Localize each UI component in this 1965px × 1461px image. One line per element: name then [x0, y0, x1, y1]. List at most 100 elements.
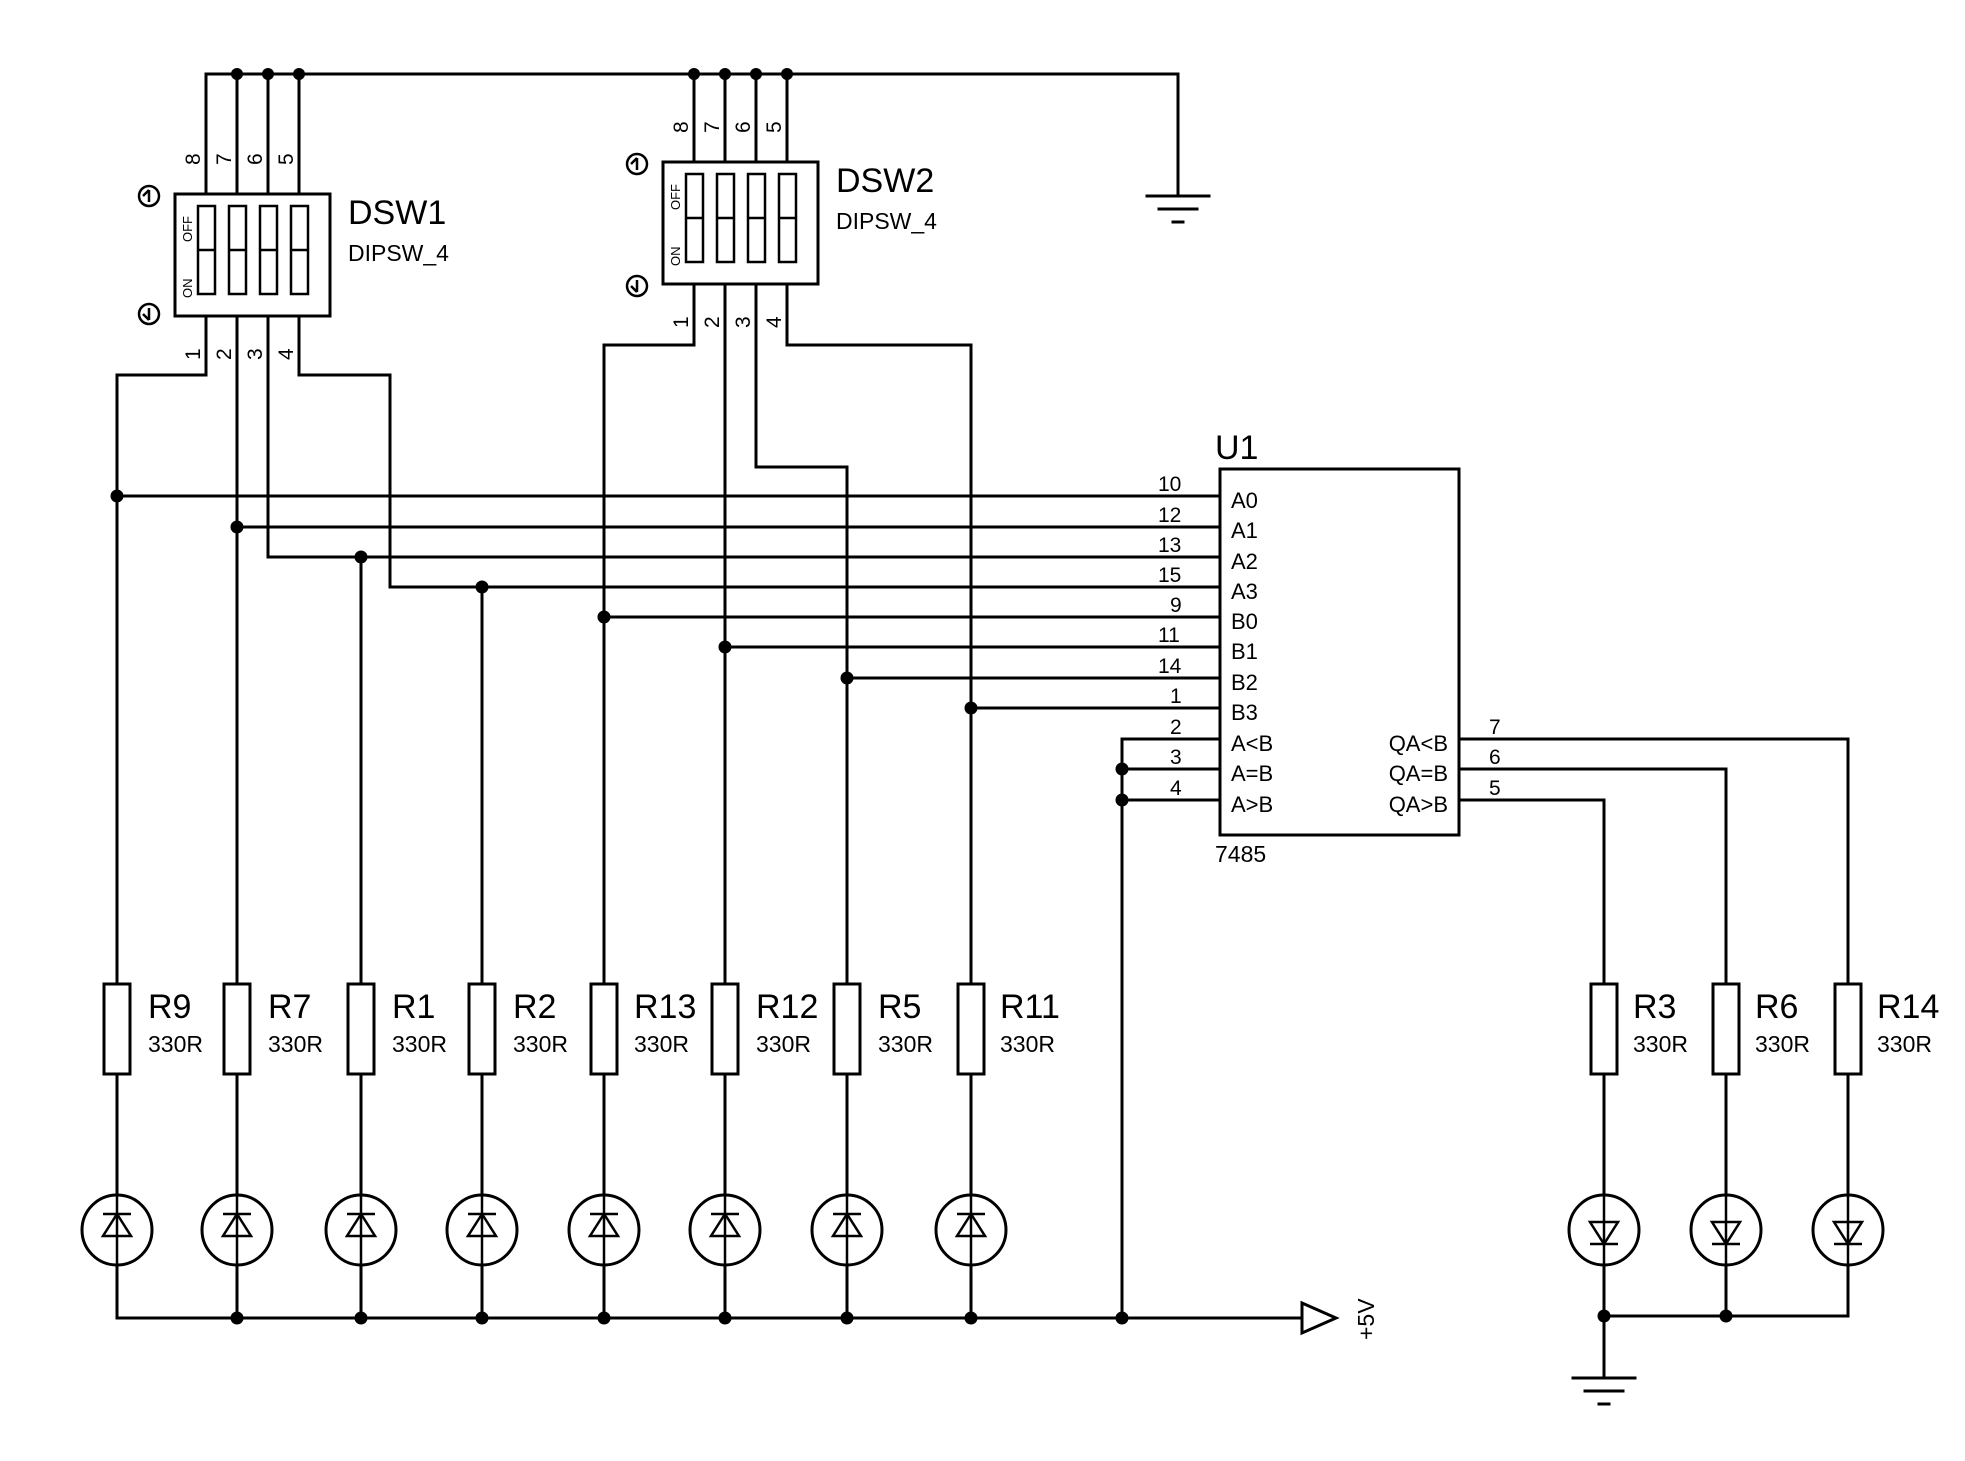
- resistor-refdes: R7: [268, 988, 311, 1026]
- output-ground-bus: [1597, 1309, 1850, 1323]
- ic-pin-number: 7: [1489, 716, 1501, 739]
- resistor-icon: [1589, 982, 1619, 1076]
- resistor-value: 330R: [878, 1031, 933, 1057]
- ic-refdes: U1: [1215, 429, 1258, 467]
- resistor-value: 330R: [148, 1031, 203, 1057]
- dsw2-value: DIPSW_4: [836, 208, 937, 234]
- resistor-refdes: R3: [1633, 988, 1676, 1026]
- dsw2-pin-4: 4: [763, 316, 786, 328]
- ic-pin-name: A<B: [1231, 731, 1273, 756]
- led-icon: [934, 1193, 1008, 1267]
- ic-pin-name: B3: [1231, 700, 1258, 725]
- input-channel: R1 330R: [324, 555, 447, 1320]
- switch-direction-icon: [625, 152, 649, 176]
- ic-pin-name: A1: [1231, 518, 1258, 543]
- input-channel: R13 330R: [567, 615, 696, 1320]
- resistor-refdes: R2: [513, 988, 556, 1026]
- dsw1-pin-3: 3: [244, 348, 267, 360]
- led-icon: [324, 1193, 398, 1267]
- resistor-refdes: R9: [148, 988, 191, 1026]
- ic-pin-name: B0: [1231, 609, 1258, 634]
- dsw1-pin-7: 7: [213, 153, 236, 165]
- dsw2-pin-6: 6: [732, 121, 755, 133]
- resistor-value: 330R: [1755, 1031, 1810, 1057]
- ic-pin-name: A0: [1231, 488, 1258, 513]
- input-channel: R11 330R: [934, 706, 1060, 1320]
- dsw2-refdes: DSW2: [836, 162, 934, 200]
- ic-pin-number: 3: [1170, 746, 1182, 769]
- resistor-icon: [1711, 982, 1741, 1076]
- dsw2-pin-8: 8: [670, 121, 693, 133]
- dsw1-value: DIPSW_4: [348, 240, 449, 266]
- resistor-value: 330R: [392, 1031, 447, 1057]
- resistor-refdes: R1: [392, 988, 435, 1026]
- output-channel: R6 330R: [1689, 982, 1810, 1318]
- ground-symbol-icon: [1571, 1314, 1637, 1406]
- switch-direction-icon: [137, 184, 161, 208]
- ic-pin-name: QA=B: [1389, 761, 1448, 786]
- dsw2-pin-5: 5: [763, 121, 786, 133]
- ic-pin-number: 11: [1158, 624, 1180, 647]
- resistor-refdes: R11: [1000, 988, 1060, 1026]
- dsw2-pin-7: 7: [701, 121, 724, 133]
- ic-pin-number: 5: [1489, 777, 1501, 800]
- dip-switch-icon: [196, 204, 310, 296]
- resistor-icon: [346, 982, 376, 1076]
- led-icon: [688, 1193, 762, 1267]
- led-icon: [567, 1193, 641, 1267]
- ic-pin-name: A>B: [1231, 792, 1273, 817]
- ground-symbol-icon: [1145, 72, 1211, 224]
- resistor-value: 330R: [1877, 1031, 1932, 1057]
- led-icon: [1567, 1193, 1641, 1267]
- ic-pin-number: 9: [1170, 594, 1182, 617]
- dsw1-pin-8: 8: [182, 153, 205, 165]
- dsw1-pin-6: 6: [244, 153, 267, 165]
- resistor-refdes: R5: [878, 988, 921, 1026]
- switch-direction-icon: [137, 302, 161, 326]
- ic-pin-number: 4: [1170, 777, 1182, 800]
- resistor-value: 330R: [634, 1031, 689, 1057]
- ic-pin-number: 15: [1158, 564, 1181, 587]
- input-channel: R12 330R: [688, 645, 818, 1320]
- dsw1-pin-2: 2: [213, 348, 236, 360]
- resistor-refdes: R14: [1877, 988, 1939, 1026]
- dsw2-pin-3: 3: [732, 316, 755, 328]
- ic-pin-number: 2: [1170, 716, 1182, 739]
- resistor-icon: [102, 982, 132, 1076]
- input-channel: R2 330R: [445, 585, 568, 1320]
- ic-pin-name: A=B: [1231, 761, 1273, 786]
- led-icon: [810, 1193, 884, 1267]
- ic-pin-number: 6: [1489, 746, 1501, 769]
- resistor-refdes: R6: [1755, 988, 1798, 1026]
- output-wires: [1457, 737, 1850, 986]
- ground-bus: [204, 68, 1180, 196]
- dsw2-on-label: ON: [668, 247, 683, 267]
- resistor-value: 330R: [1633, 1031, 1688, 1057]
- dsw1-pin-1: 1: [182, 348, 205, 360]
- ic-pin-name: B2: [1231, 670, 1258, 695]
- input-bus: [110, 489, 1222, 715]
- resistor-value: 330R: [513, 1031, 568, 1057]
- led-icon: [1689, 1193, 1763, 1267]
- dsw1-pin-5: 5: [275, 153, 298, 165]
- resistor-icon: [589, 982, 619, 1076]
- ic-pin-name: A3: [1231, 579, 1258, 604]
- resistor-icon: [1833, 982, 1863, 1076]
- ic-pin-name: QA>B: [1389, 792, 1448, 817]
- input-channel: R9 330R: [80, 494, 203, 1320]
- led-icon: [1811, 1193, 1885, 1267]
- ic-u1: U1 7485 10 A0 12 A1 13 A2 15 A3 9 B0 11 …: [1158, 429, 1501, 867]
- led-icon: [200, 1193, 274, 1267]
- ic-part: 7485: [1215, 841, 1266, 867]
- resistor-icon: [832, 982, 862, 1076]
- dsw2-pin-2: 2: [701, 316, 724, 328]
- resistor-icon: [222, 982, 252, 1076]
- dsw1-pin-4: 4: [275, 348, 298, 360]
- dip-switch-dsw1: OFF ON 8 7 6 5 1 2 3 4 DSW1 DIPSW_4: [137, 153, 449, 360]
- resistor-icon: [956, 982, 986, 1076]
- input-channel: R5 330R: [810, 676, 933, 1320]
- dsw1-off-label: OFF: [180, 216, 195, 242]
- resistor-value: 330R: [756, 1031, 811, 1057]
- dsw2-off-label: OFF: [668, 184, 683, 210]
